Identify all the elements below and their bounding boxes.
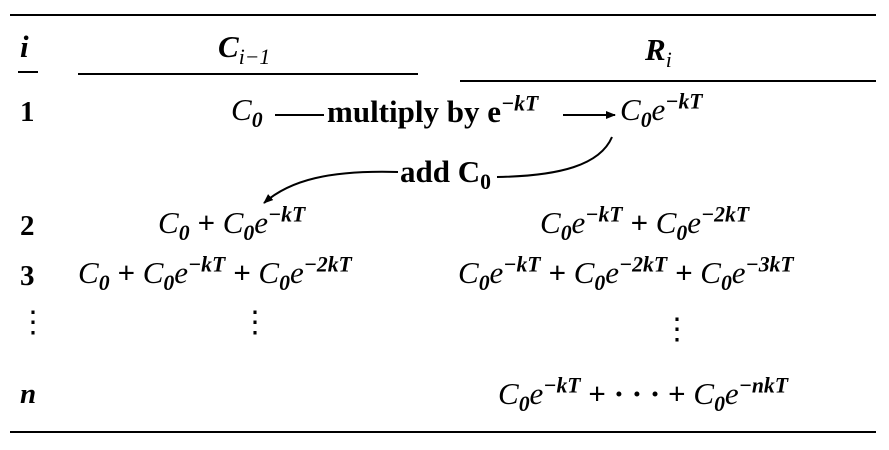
row-index-n: n xyxy=(20,378,37,410)
row2-col2: C0e−kT + C0e−2kT xyxy=(540,202,750,246)
header-col1-underline xyxy=(78,73,418,75)
header-index-underline xyxy=(18,71,38,73)
row2-col1: C0 + C0e−kT xyxy=(158,202,306,246)
top-rule xyxy=(10,14,876,16)
row1-multiply-label: multiply by e−kT xyxy=(327,91,539,129)
row-index-1: 1 xyxy=(20,96,35,128)
row1-result: C0e−kT xyxy=(620,89,703,133)
ellipsis-index: ⋮ xyxy=(18,306,48,339)
header-col2: Ri xyxy=(645,32,672,73)
row-index-2: 2 xyxy=(20,210,35,242)
rown-col2: C0e−kT + · · · + C0e−nkT xyxy=(498,373,788,417)
header-col1: Ci−1 xyxy=(218,29,271,70)
row1-feedback-label: add C0 xyxy=(400,154,491,195)
row3-col2: C0e−kT + C0e−2kT + C0e−3kT xyxy=(458,252,794,296)
feedback-left-curve xyxy=(263,170,399,204)
row-index-3: 3 xyxy=(20,260,35,292)
ellipsis-col2: ⋮ xyxy=(662,313,692,346)
bottom-rule xyxy=(10,431,876,433)
row1-c0: C0 xyxy=(231,92,263,133)
row3-col1: C0 + C0e−kT + C0e−2kT xyxy=(78,252,352,296)
header-col2-underline xyxy=(460,80,876,82)
header-index: i xyxy=(20,29,29,64)
feedback-right-curve xyxy=(496,136,613,178)
ellipsis-col1: ⋮ xyxy=(240,306,270,339)
